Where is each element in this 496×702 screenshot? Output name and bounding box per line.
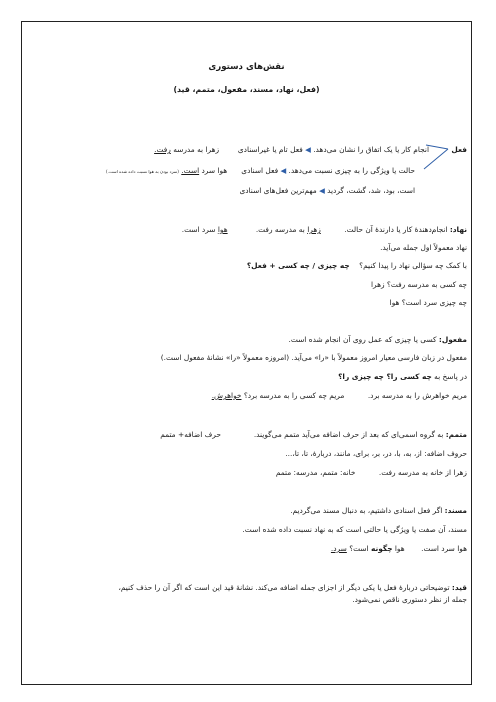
verb-l2-example: هوا سرد (201, 166, 228, 175)
verb-l2-type: فعل اسنادی (241, 166, 279, 175)
subject-question-formula: چه چیزی / چه کسی + فعل؟ (246, 261, 350, 270)
object-line-1: مفعول: کسی یا چیزی که عمل روی آن انجام ش… (22, 335, 468, 345)
complement-label: متمم: (445, 430, 467, 439)
verb-l2-def: حالت یا ویژگی را به چیزی نسبت می‌دهد. (288, 166, 415, 175)
complement-line-1: متمم: به گروه اسمی‌ای که بعد از حرف اضاف… (22, 430, 467, 440)
predicate-line-1: مسند: اگر فعل اسنادی داشتیم، به دنبال مس… (22, 506, 467, 516)
subject-def: انجام‌دهندهٔ کار یا دارندهٔ آن حالت. (344, 225, 448, 234)
predicate-question-subject: هوا (394, 544, 405, 553)
subject-line-1: نهاد: انجام‌دهندهٔ کار یا دارندهٔ آن حال… (22, 225, 467, 235)
verb-l2-note: (سرد بودن به هوا نسبت داده شده است.) (106, 169, 179, 174)
complement-example: زهرا از خانه به مدرسه رفت. (378, 468, 467, 477)
arrow-left-icon: ◀ (280, 166, 287, 175)
subject-q2: چه چیزی سرد است؟ هوا (389, 298, 467, 307)
verb-line-3: است، بود، شد، گشت، گردید ◀ مهم‌ترین فعل‌… (22, 186, 415, 196)
object-question: مریم چه کسی را به مدرسه برد؟ (243, 391, 345, 400)
complement-prepositions: حروف اضافه: از، به، با، در، بر، برای، ما… (285, 449, 467, 458)
predicate-line-2: مسند، آن صفت یا ویژگی یا حالتی است که به… (242, 525, 467, 534)
arrow-left-icon: ◀ (319, 186, 325, 195)
subject-question-intro: با کمک چه سؤالی نهاد را پیدا کنیم؟ (359, 261, 467, 270)
verb-line-2: حالت یا ویژگی را به چیزی نسبت می‌دهد. ◀ … (22, 166, 415, 177)
subject-ex2-rest: سرد است. (181, 225, 216, 234)
complement-answer: خانه: متمم، مدرسه: متمم (275, 468, 356, 477)
object-label: مفعول: (438, 335, 467, 344)
predicate-question-verb: است؟ (349, 544, 369, 553)
object-question-intro: در پاسخ به (434, 372, 467, 381)
page-border: نقش‌های دستوری (فعل، نهاد، مسند، مفعول، … (21, 21, 472, 685)
verb-l1-example: زهرا به مدرسه (173, 145, 220, 154)
predicate-answer: سرد. (330, 544, 347, 553)
predicate-label: مسند: (444, 506, 467, 515)
object-line-2: مفعول در زبان فارسی معیار امروز معمولاً … (160, 353, 467, 362)
page-subtitle: (فعل، نهاد، مسند، مفعول، متمم، قید) (173, 85, 320, 94)
adverb-def: توضیحاتی دربارهٔ فعل یا یکی دیگر از اجزا… (118, 583, 450, 592)
complement-example-line: زهرا از خانه به مدرسه رفت. خانه: متمم، م… (22, 468, 467, 478)
subject-q1: چه کسی به مدرسه رفت؟ زهرا (370, 280, 467, 289)
predicate-example: هوا سرد است. (421, 544, 467, 553)
verb-l1-example-verb: رفت. (154, 145, 171, 154)
subject-ex1-subject: زهرا (307, 225, 321, 234)
adverb-line-1: قید: توضیحاتی دربارهٔ فعل یا یکی دیگر از… (22, 583, 468, 593)
adverb-label: قید: (451, 583, 467, 592)
predicate-def: اگر فعل اسنادی داشتیم، به دنبال مسند می‌… (290, 506, 443, 515)
predicate-question-word: چگونه (371, 544, 393, 553)
subject-label: نهاد: (449, 225, 467, 234)
arrow-left-icon: ◀ (305, 145, 311, 154)
object-answer: خواهرش. (211, 391, 242, 400)
verb-l2-example-verb: است. (181, 166, 200, 175)
verb-brace-arrows (423, 144, 449, 170)
object-question-formula: چه کسی را؟ چه چیزی را؟ (338, 372, 432, 381)
verb-l3-type: مهم‌ترین فعل‌های اسنادی (239, 186, 317, 195)
verb-label: فعل (451, 145, 467, 154)
object-example: مریم خواهرش را به مدرسه برد. (367, 391, 467, 400)
subject-ex2-subject: هوا (217, 225, 228, 234)
object-line-3: در پاسخ به چه کسی را؟ چه چیزی را؟ (22, 372, 467, 382)
predicate-example-line: هوا سرد است. هوا چگونه است؟ سرد. (22, 544, 467, 554)
verb-line-1: انجام کار یا یک اتفاق را نشان می‌دهد. ◀ … (22, 145, 429, 155)
verb-l3-list: است، بود، شد، گشت، گردید (327, 186, 415, 195)
verb-l1-def: انجام کار یا یک اتفاق را نشان می‌دهد. (313, 145, 429, 154)
object-example-line: مریم خواهرش را به مدرسه برد. مریم چه کسی… (22, 391, 467, 401)
object-def: کسی یا چیزی که عمل روی آن انجام شده است. (288, 335, 437, 344)
complement-formula: حرف اضافه+ متمم (160, 430, 221, 439)
complement-def: به گروه اسمی‌ای که بعد از حرف اضافه می‌آ… (253, 430, 444, 439)
verb-l1-type: فعل تام یا غیراسنادی (237, 145, 303, 154)
subject-line-3: با کمک چه سؤالی نهاد را پیدا کنیم؟ چه چی… (22, 261, 467, 271)
subject-ex1-rest: به مدرسه رفت. (255, 225, 305, 234)
subject-line-2: نهاد معمولاً اول جمله می‌آید. (380, 243, 467, 252)
adverb-line-2: جمله از نظر دستوری ناقص نمی‌شود. (352, 595, 467, 604)
page-title: نقش‌های دستوری (208, 62, 285, 72)
